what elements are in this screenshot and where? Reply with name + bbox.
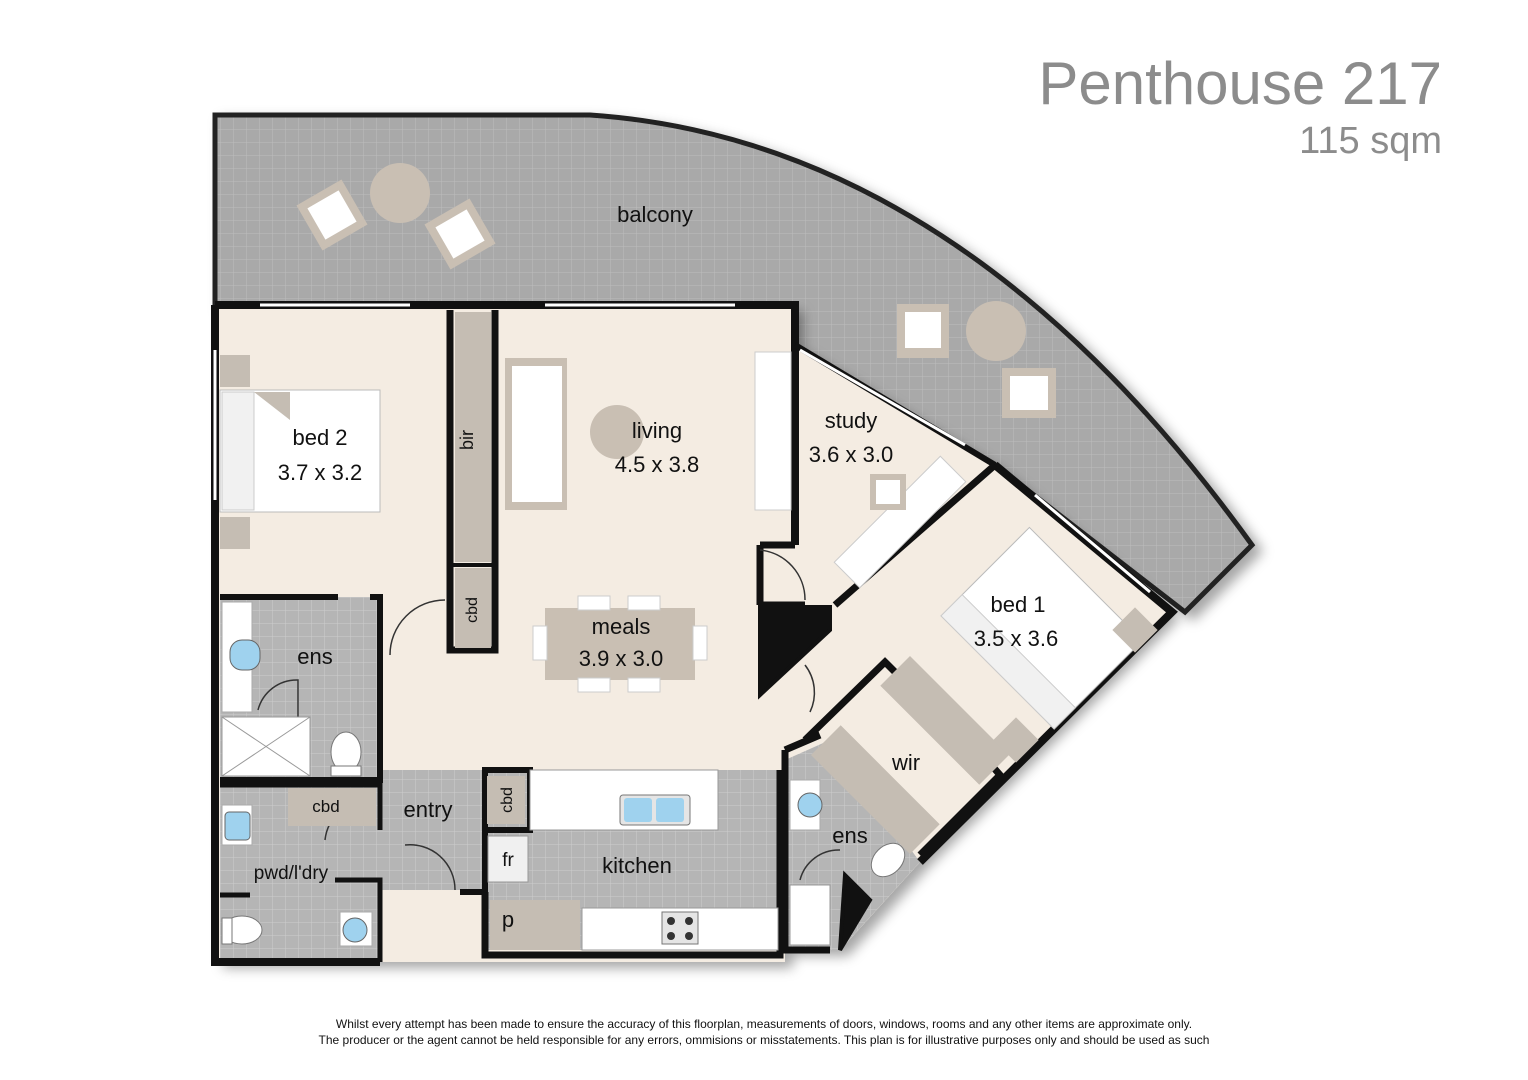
balcony-table-1 <box>370 163 430 223</box>
floor-area: 115 sqm <box>1299 120 1442 162</box>
wir-shelf-2 <box>880 656 1009 785</box>
page-title: Penthouse 217 <box>1038 50 1442 117</box>
fridge-space <box>487 835 529 883</box>
room-labels: balcony bed 2 3.7 x 3.2 bir cbd living 4… <box>254 202 1058 932</box>
tv-unit <box>754 351 792 511</box>
label-cbd-entry: cbd <box>499 787 516 813</box>
coffee-table <box>590 405 644 459</box>
label-pantry: p <box>502 907 514 932</box>
label-living-size: 4.5 x 3.8 <box>615 452 699 477</box>
furniture <box>219 163 1158 947</box>
cupboard-laundry <box>288 788 376 826</box>
label-cbd-bed2: cbd <box>464 597 481 623</box>
label-meals: meals <box>592 614 651 639</box>
label-kitchen: kitchen <box>602 853 672 878</box>
entry-tiles <box>380 770 485 890</box>
label-living: living <box>632 418 682 443</box>
label-ens-1: ens <box>832 823 867 848</box>
shower-ens-1 <box>789 884 831 946</box>
cupboard-entry <box>487 776 525 824</box>
basin-ens-2 <box>229 639 261 671</box>
label-balcony: balcony <box>617 202 693 227</box>
shower-ens-2 <box>221 716 311 777</box>
wir-shelf-1 <box>811 725 940 854</box>
label-ens-2: ens <box>297 644 332 669</box>
pantry <box>490 900 580 950</box>
dining-table <box>545 608 695 680</box>
label-powder-laundry: pwd/l'dry <box>254 863 329 884</box>
disclaimer-line-1: Whilst every attempt has been made to en… <box>335 1017 1193 1031</box>
cabinetry <box>288 312 1009 951</box>
cooktop <box>661 911 699 945</box>
label-study: study <box>825 408 878 433</box>
disclaimer-line-2: The producer or the agent cannot be held… <box>318 1033 1210 1047</box>
basin-powder <box>342 917 368 943</box>
label-study-size: 3.6 x 3.0 <box>809 442 893 467</box>
label-entry: entry <box>404 797 453 822</box>
label-bed-2-size: 3.7 x 3.2 <box>278 460 362 485</box>
label-cbd-laundry: cbd <box>312 797 339 816</box>
label-bed-2: bed 2 <box>292 425 347 450</box>
toilet-ens-1 <box>870 842 906 878</box>
balcony-table-2 <box>966 301 1026 361</box>
label-bed-1-size: 3.5 x 3.6 <box>974 626 1058 651</box>
basin-ens-1 <box>797 792 823 818</box>
label-wir: wir <box>891 750 920 775</box>
built-in-robe <box>455 312 491 562</box>
label-bed-1: bed 1 <box>990 592 1045 617</box>
windows <box>213 303 1151 594</box>
laundry-tub <box>224 811 251 841</box>
label-fridge: fr <box>502 850 514 871</box>
cupboard-bed2 <box>455 568 491 648</box>
label-meals-size: 3.9 x 3.0 <box>579 646 663 671</box>
label-bir: bir <box>457 430 477 450</box>
